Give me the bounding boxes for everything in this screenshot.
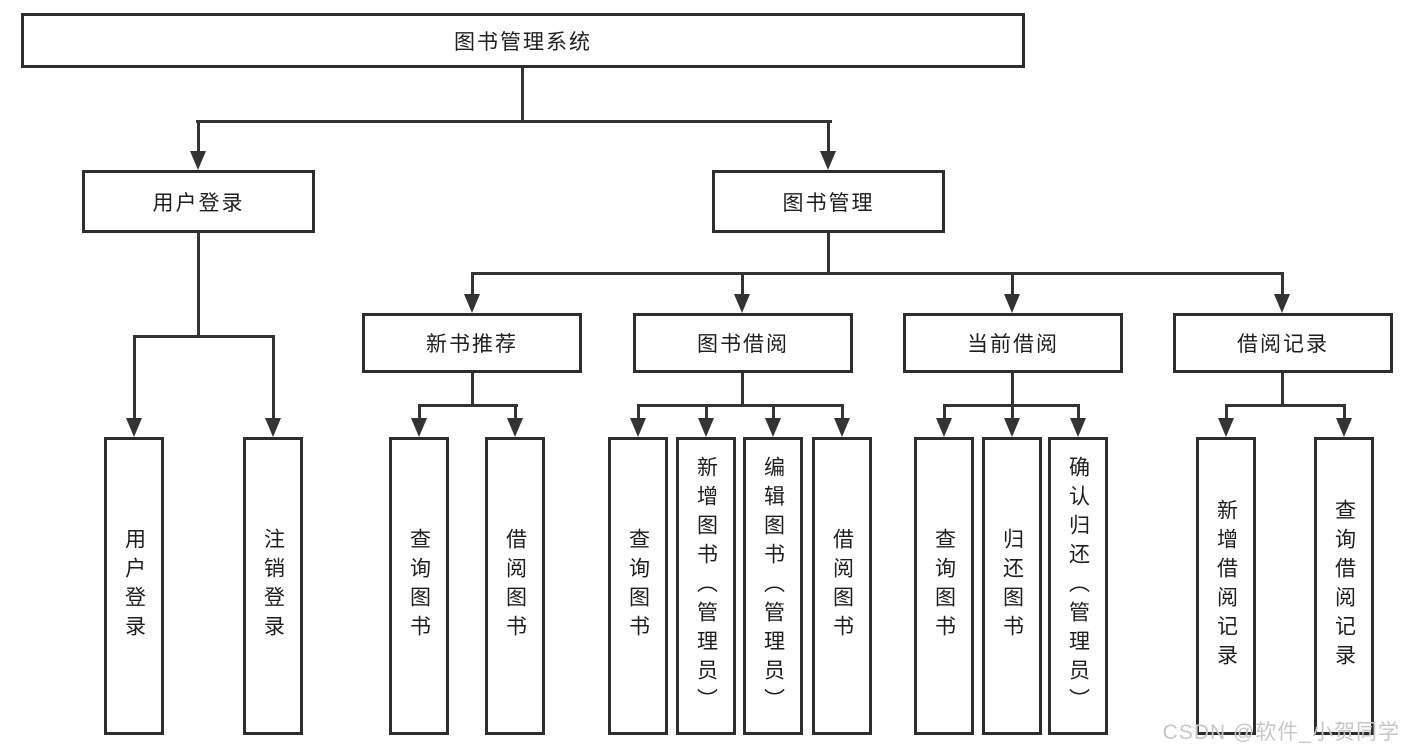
node-new-book-recommend: 新书推荐: [362, 313, 582, 373]
leaf-newbook-borrow-book-label: 借阅图书: [503, 528, 527, 644]
leaf-confirm-return-admin-label: 确认归还（管理员）: [1066, 455, 1090, 717]
node-book-borrow-label: 图书借阅: [697, 333, 789, 356]
arrowhead-down-icon: [820, 151, 836, 170]
node-new-book-recommend-label: 新书推荐: [426, 333, 518, 356]
connector-line: [1225, 404, 1345, 407]
leaf-query-borrow-record: 查询借阅记录: [1314, 437, 1374, 735]
leaf-edit-book-admin: 编辑图书（管理员）: [743, 437, 803, 735]
arrowhead-down-icon: [630, 418, 646, 437]
arrowhead-down-icon: [190, 151, 206, 170]
connector-line: [514, 404, 517, 420]
leaf-user-login-label: 用户登录: [122, 528, 146, 644]
connector-line: [418, 404, 518, 407]
connector-line: [772, 404, 775, 420]
connector-line: [827, 233, 830, 274]
connector-line: [1011, 272, 1014, 296]
leaf-logout: 注销登录: [243, 437, 303, 735]
connector-line: [471, 272, 1283, 275]
leaf-add-book-admin: 新增图书（管理员）: [676, 437, 736, 735]
leaf-newbook-query-book-label: 查询图书: [407, 528, 431, 644]
arrowhead-down-icon: [126, 418, 142, 437]
connector-line: [197, 120, 200, 153]
connector-line: [1011, 373, 1014, 406]
leaf-newbook-query-book: 查询图书: [389, 437, 449, 735]
arrowhead-down-icon: [265, 418, 281, 437]
node-borrow-record: 借阅记录: [1173, 313, 1393, 373]
arrowhead-down-icon: [411, 418, 427, 437]
connector-line: [1281, 373, 1284, 406]
connector-line: [471, 272, 474, 296]
connector-line: [471, 373, 474, 406]
connector-line: [741, 373, 744, 406]
arrowhead-down-icon: [1274, 294, 1290, 313]
arrowhead-down-icon: [1004, 294, 1020, 313]
connector-line: [741, 272, 744, 296]
arrowhead-down-icon: [1070, 418, 1086, 437]
node-book-management: 图书管理: [712, 170, 945, 233]
node-book-management-label: 图书管理: [782, 191, 875, 215]
connector-line: [841, 404, 844, 420]
connector-line: [1077, 404, 1080, 420]
connector-line: [272, 335, 275, 420]
arrowhead-down-icon: [1004, 418, 1020, 437]
leaf-confirm-return-admin: 确认归还（管理员）: [1048, 437, 1108, 735]
leaf-return-book-label: 归还图书: [1000, 528, 1024, 644]
connector-line: [196, 120, 832, 123]
leaf-current-query-book: 查询图书: [914, 437, 974, 735]
node-root-label: 图书管理系统: [454, 30, 592, 54]
leaf-newbook-borrow-book: 借阅图书: [485, 437, 545, 735]
leaf-add-borrow-record-label: 新增借阅记录: [1214, 499, 1238, 673]
node-book-borrow: 图书借阅: [633, 313, 853, 373]
node-current-borrow-label: 当前借阅: [967, 333, 1059, 356]
connector-line: [827, 120, 830, 153]
leaf-query-borrow-record-label: 查询借阅记录: [1332, 499, 1356, 673]
node-current-borrow: 当前借阅: [903, 313, 1123, 373]
leaf-user-login: 用户登录: [104, 437, 164, 735]
leaf-return-book: 归还图书: [982, 437, 1042, 735]
node-borrow-record-label: 借阅记录: [1237, 333, 1329, 356]
connector-line: [637, 404, 843, 407]
node-user-login-label: 用户登录: [152, 191, 245, 215]
arrowhead-down-icon: [464, 294, 480, 313]
arrowhead-down-icon: [936, 418, 952, 437]
leaf-add-book-admin-label: 新增图书（管理员）: [694, 455, 718, 717]
arrowhead-down-icon: [698, 418, 714, 437]
leaf-borrow-book: 借阅图书: [812, 437, 872, 735]
connector-line: [1225, 404, 1228, 420]
arrowhead-down-icon: [734, 294, 750, 313]
connector-line: [1011, 404, 1014, 420]
connector-line: [418, 404, 421, 420]
node-root: 图书管理系统: [21, 13, 1025, 68]
leaf-edit-book-admin-label: 编辑图书（管理员）: [761, 455, 785, 717]
connector-line: [943, 404, 946, 420]
leaf-current-query-book-label: 查询图书: [932, 528, 956, 644]
leaf-borrow-query-book-label: 查询图书: [626, 528, 650, 644]
leaf-borrow-book-label: 借阅图书: [830, 528, 854, 644]
arrowhead-down-icon: [1336, 418, 1352, 437]
leaf-add-borrow-record: 新增借阅记录: [1196, 437, 1256, 735]
connector-line: [1343, 404, 1346, 420]
arrowhead-down-icon: [507, 418, 523, 437]
connector-line: [637, 404, 640, 420]
leaf-logout-label: 注销登录: [261, 528, 285, 644]
connector-line: [521, 68, 524, 121]
arrowhead-down-icon: [834, 418, 850, 437]
connector-line: [705, 404, 708, 420]
connector-line: [133, 335, 275, 338]
connector-line: [197, 233, 200, 337]
node-user-login: 用户登录: [82, 170, 315, 233]
connector-line: [133, 335, 136, 420]
arrowhead-down-icon: [1218, 418, 1234, 437]
arrowhead-down-icon: [765, 418, 781, 437]
leaf-borrow-query-book: 查询图书: [608, 437, 668, 735]
connector-line: [1281, 272, 1284, 296]
